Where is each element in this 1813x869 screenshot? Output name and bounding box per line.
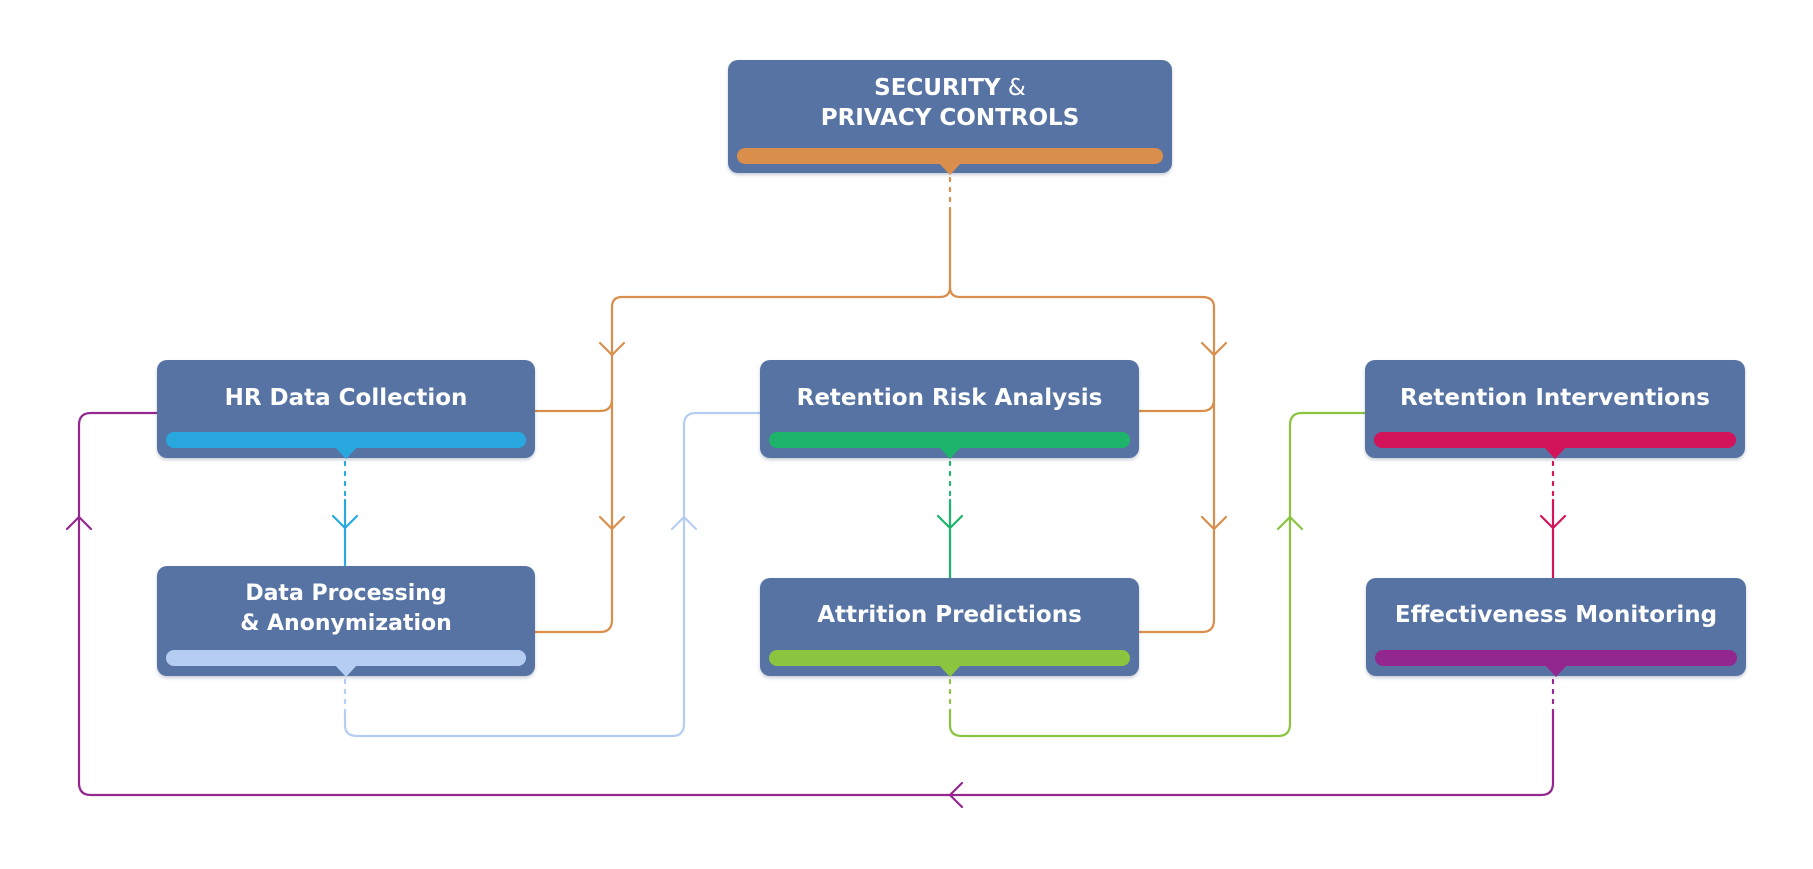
processing-to-risk-line (343, 411, 762, 738)
interventions-node-notch (1543, 446, 1567, 459)
crimson-arrow (1539, 514, 1567, 530)
security-to-risk-line (1137, 397, 1216, 413)
blue-arrow (331, 514, 359, 530)
security-left-branch (533, 285, 952, 634)
processing-node-bar (166, 650, 526, 666)
risk-node-notch (937, 446, 962, 459)
light-blue-arrow (670, 515, 698, 531)
security-node-line1: SECURITY & (728, 73, 1172, 103)
interventions-node-bar (1374, 432, 1736, 448)
security-privacy-controls-node[interactable]: SECURITY & PRIVACY CONTROLS (728, 60, 1172, 175)
security-node-notch (938, 162, 962, 175)
security-node-line2: PRIVACY CONTROLS (820, 105, 1080, 131)
risk-node-bar (769, 432, 1130, 448)
predictions-to-interventions-line (948, 411, 1367, 738)
orange-arrow-left-2 (598, 515, 626, 531)
security-node-bar (737, 148, 1163, 164)
effectiveness-monitoring-node[interactable]: Effectiveness Monitoring (1366, 578, 1746, 677)
monitoring-node-line1: Effectiveness Monitoring (1394, 602, 1718, 628)
risk-node-line1: Retention Risk Analysis (796, 385, 1103, 411)
lime-arrow (1276, 515, 1304, 531)
processing-node-label: Data Processing & Anonymization (157, 579, 535, 639)
security-to-hr-line (533, 397, 614, 413)
purple-arrow-left (948, 781, 964, 809)
security-node-label: SECURITY & PRIVACY CONTROLS (728, 73, 1172, 133)
predictions-node-line1: Attrition Predictions (817, 602, 1082, 628)
hr-node-line1: HR Data Collection (224, 385, 468, 411)
risk-node-label: Retention Risk Analysis (760, 383, 1139, 413)
orange-arrow-left-1 (598, 341, 626, 357)
predictions-node-notch (937, 664, 962, 677)
hr-node-notch (334, 446, 358, 459)
green-arrow (936, 514, 964, 530)
hr-node-label: HR Data Collection (157, 383, 535, 413)
security-node-title: SECURITY (874, 75, 1001, 101)
retention-interventions-node[interactable]: Retention Interventions (1365, 360, 1745, 459)
hr-data-collection-node[interactable]: HR Data Collection (157, 360, 535, 459)
processing-node-line2: & Anonymization (240, 611, 452, 636)
hr-node-bar (166, 432, 526, 448)
feedback-loop-line (77, 411, 1555, 797)
security-right-branch (948, 285, 1216, 634)
data-processing-node[interactable]: Data Processing & Anonymization (157, 566, 535, 677)
predictions-node-bar (769, 650, 1130, 666)
attrition-predictions-node[interactable]: Attrition Predictions (760, 578, 1139, 677)
interventions-node-label: Retention Interventions (1365, 383, 1745, 413)
processing-node-line1: Data Processing (245, 581, 447, 606)
security-node-ampersand: & (1000, 75, 1026, 101)
monitoring-node-label: Effectiveness Monitoring (1366, 600, 1746, 630)
processing-node-notch (334, 664, 358, 677)
monitoring-node-notch (1544, 664, 1568, 677)
predictions-node-label: Attrition Predictions (760, 600, 1139, 630)
orange-arrow-right-2 (1200, 515, 1228, 531)
purple-arrow-up (65, 515, 93, 531)
retention-risk-analysis-node[interactable]: Retention Risk Analysis (760, 360, 1139, 459)
interventions-node-line1: Retention Interventions (1400, 385, 1710, 411)
orange-arrow-right-1 (1200, 341, 1228, 357)
monitoring-node-bar (1375, 650, 1737, 666)
